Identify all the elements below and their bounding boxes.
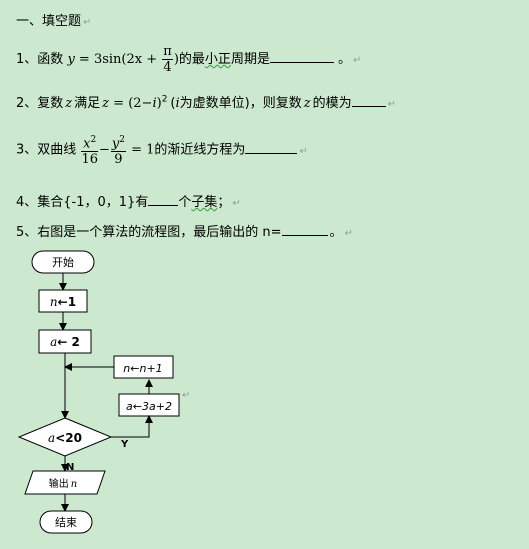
- flow-a-init-label: a← 2: [50, 335, 80, 349]
- question-5: 5、右图是一个算法的流程图，最后输出的 n=。↵: [16, 223, 353, 240]
- answer-blank[interactable]: [351, 94, 386, 107]
- flow-no-label: N: [66, 462, 74, 473]
- answer-blank[interactable]: [269, 50, 334, 63]
- paragraph-mark-icon: ↵: [83, 17, 92, 28]
- paragraph-mark-icon: ↵: [299, 145, 308, 157]
- flow-n-update-label: n←n+1: [123, 362, 162, 375]
- answer-blank[interactable]: [148, 193, 179, 206]
- flow-n-init-label: n←1: [50, 295, 76, 309]
- flow-output-node: [24, 470, 106, 495]
- answer-blank[interactable]: [281, 223, 328, 236]
- question-4: 4、集合{-1，0，1}有个子集；↵: [16, 193, 241, 210]
- flow-a-update-label: a←3a+2: [126, 400, 172, 413]
- paragraph-mark-icon: ↵: [182, 390, 190, 401]
- flow-condition-label: a<20: [48, 431, 82, 445]
- flow-yes-label: Y: [120, 439, 129, 450]
- flow-yes-line: [111, 415, 153, 438]
- answer-blank[interactable]: [245, 141, 298, 154]
- paragraph-mark-icon: ↵: [387, 99, 397, 110]
- paragraph-mark-icon: ↵: [232, 198, 241, 209]
- flow-end-label: 结束: [55, 516, 77, 529]
- section-title: 一、填空题↵: [16, 14, 92, 29]
- paragraph-mark-icon: ↵: [344, 228, 353, 239]
- flow-start-label: 开始: [52, 255, 74, 269]
- flow-end-node: [39, 510, 93, 534]
- paragraph-mark-icon: ↵: [352, 55, 362, 66]
